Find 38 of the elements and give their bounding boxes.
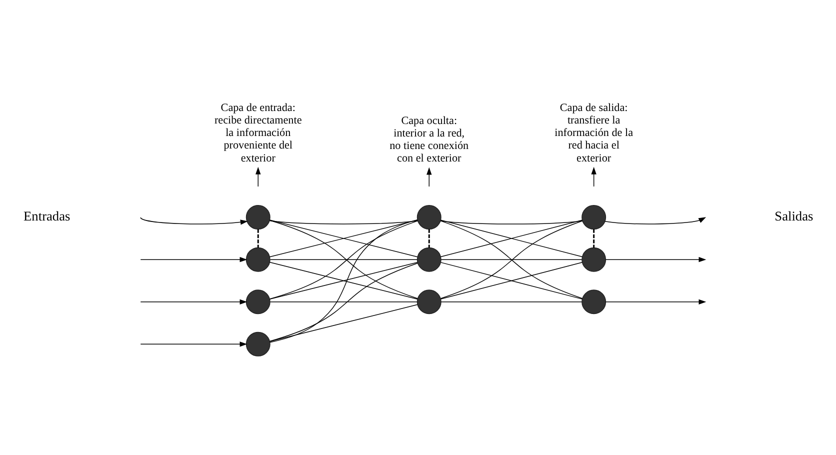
node-text: Capa oculta: interior a la red, no tiene conexión con el exterior [390,114,469,165]
node-circle [416,205,442,230]
connector [269,220,418,258]
arrow [140,256,248,262]
connector [270,259,418,260]
arrow [604,217,706,224]
label: Salidas [774,208,814,224]
arrow [605,299,706,304]
node-circle [582,247,606,272]
arrow [140,342,248,347]
connector [269,262,418,342]
arrow [591,166,596,187]
arrow [140,217,248,225]
node-circle [246,290,270,314]
node-circle [582,205,606,230]
connector [270,219,418,343]
node-circle [582,290,606,314]
connector [440,262,583,300]
connector [269,304,418,342]
node-text: Capa de entrada: recibe directamente la información proveniente del exterior [214,102,302,164]
node-circle [246,247,270,272]
node-circle [416,247,442,272]
arrow [426,167,432,187]
arrow [256,166,261,187]
connector [440,220,583,224]
arrow [140,299,248,304]
node-circle [246,332,270,356]
connector [428,229,430,248]
connector [440,220,583,258]
connector [257,229,259,248]
connector [269,220,418,224]
connector [440,259,582,260]
arrow [605,256,706,262]
node-circle [246,205,270,230]
connector [593,229,595,248]
label: Entradas [24,208,70,224]
node-text: Capa de salida: transfiere la información de la red hacia el exterior [554,102,634,164]
node-circle [416,290,442,314]
